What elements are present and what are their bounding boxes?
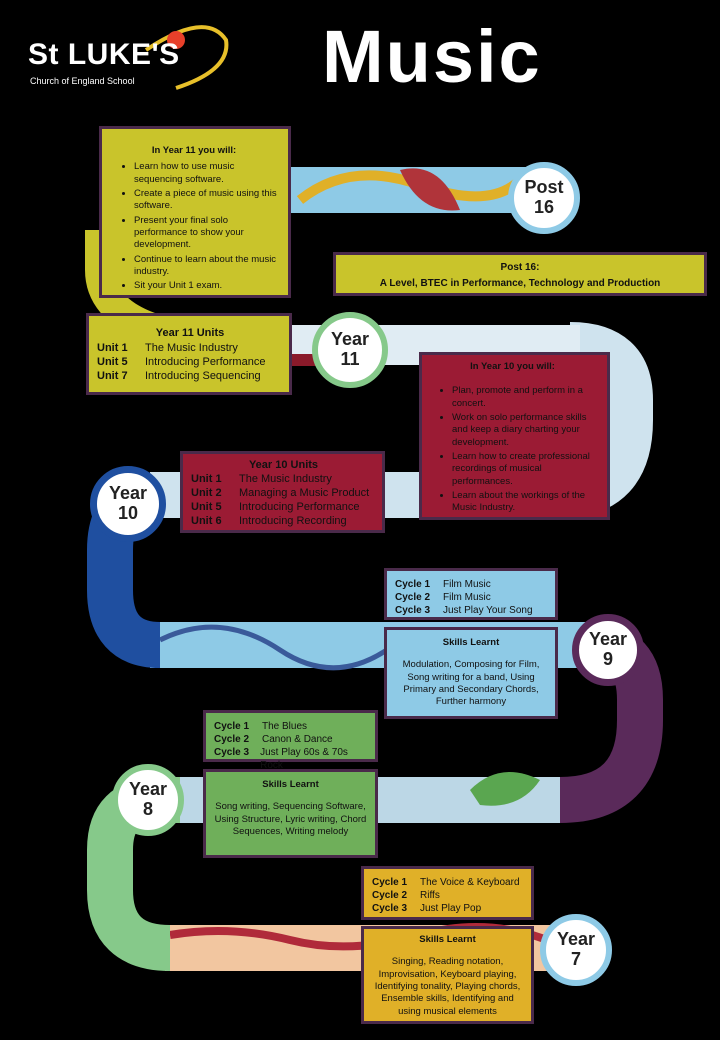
road-year8-leaves [470,772,540,806]
year11-info-item: Continue to learn about the music indust… [134,254,282,279]
road-post16-leaf [400,168,460,211]
year10-info-heading: In Year 10 you will: [470,361,555,372]
year10-info-item: Learn about the workings of the Music In… [452,490,601,515]
page-title: Music [322,15,542,98]
year9-skills-text: Modulation, Composing for Film, Song wri… [402,659,540,708]
year9-skills-heading: Skills Learnt [442,637,500,648]
post16-text: A Level, BTEC in Performance, Technology… [379,278,661,289]
year7-skills-heading: Skills Learnt [419,934,476,945]
logo-subtitle: Church of England School [30,76,135,86]
year11-units-heading: Year 11 Units [155,327,225,339]
year11-info-box: In Year 11 you will: Learn how to use mu… [99,126,291,298]
year7-skills-text: Singing, Reading notation, Improvisation… [374,956,521,1017]
year10-info-box: In Year 10 you will: Plan, promote and p… [419,352,610,520]
year11-info-item: Present your final solo performance to s… [134,215,282,252]
year11-info-item: Learn how to use music sequencing softwa… [134,161,282,186]
school-logo: St LUKE'S Church of England School [26,20,236,90]
year7-skills-box: Skills Learnt Singing, Reading notation,… [361,926,534,1024]
year9-skills-box: Skills Learnt Modulation, Composing for … [384,627,558,719]
year11-info-heading: In Year 11 you will: [151,145,237,156]
year8-skills-box: Skills Learnt Song writing, Sequencing S… [203,769,378,858]
logo-name: St LUKE'S [28,38,180,71]
year10-info-item: Learn how to create professional recordi… [452,451,601,488]
year11-info-item: Sit your Unit 1 exam. [134,280,282,292]
road-year9-pattern [158,624,402,671]
logo-swoosh-icon [144,25,229,90]
year8-skills-heading: Skills Learnt [262,779,319,790]
year10-info-item: Plan, promote and perform in a concert. [452,385,601,410]
year11-info-item: Create a piece of music using this softw… [134,188,282,213]
year10-units-heading: Year 10 Units [248,459,319,471]
post16-info-box: Post 16: A Level, BTEC in Performance, T… [333,252,707,296]
year8-skills-text: Song writing, Sequencing Software, Using… [214,801,367,838]
year10-info-item: Work on solo performance skills and keep… [452,412,601,449]
post16-heading: Post 16: [500,262,540,273]
